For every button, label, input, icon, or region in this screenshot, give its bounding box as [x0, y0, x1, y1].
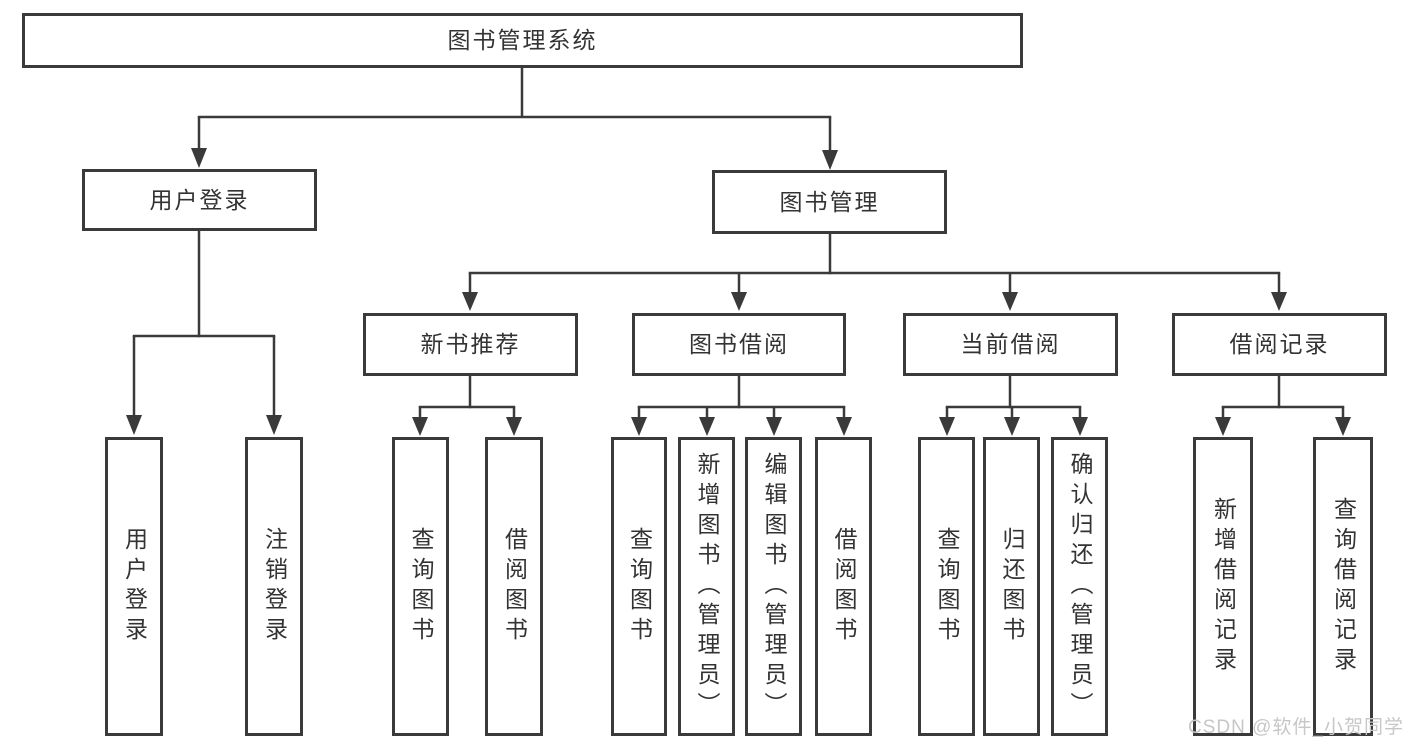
arrow-icon: [731, 292, 747, 311]
arrow-icon: [266, 415, 282, 435]
leaf-bb-edit-books-admin: 编辑图书（管理员）: [745, 437, 802, 736]
watermark: CSDN @软件_小贺同学: [1188, 717, 1404, 738]
arrow-icon: [191, 148, 207, 168]
leaf-cb-query-books: 查询图书: [918, 437, 975, 736]
leaf-br-add-record: 新增借阅记录: [1193, 437, 1253, 736]
node-borrow-records: 借阅记录: [1172, 313, 1387, 376]
arrow-icon: [836, 417, 852, 436]
node-user-login: 用户登录: [82, 169, 317, 231]
arrow-icon: [1335, 417, 1351, 436]
arrow-icon: [822, 150, 838, 170]
arrow-icon: [699, 417, 715, 436]
arrow-icon: [939, 417, 955, 436]
leaf-bb-borrow-books: 借阅图书: [815, 437, 872, 736]
leaf-user-login: 用户登录: [105, 437, 163, 736]
leaf-bb-query-books: 查询图书: [611, 437, 667, 736]
arrow-icon: [126, 415, 142, 435]
leaf-br-query-record: 查询借阅记录: [1313, 437, 1373, 736]
arrow-icon: [462, 292, 478, 311]
arrow-icon: [631, 417, 647, 436]
leaf-bb-add-books-admin: 新增图书（管理员）: [678, 437, 735, 736]
arrow-icon: [412, 417, 428, 436]
node-new-book-recommend: 新书推荐: [363, 313, 578, 376]
node-book-borrow: 图书借阅: [632, 313, 846, 376]
arrow-icon: [1072, 417, 1088, 436]
leaf-nb-query-books: 查询图书: [392, 437, 449, 736]
arrow-icon: [1002, 292, 1018, 311]
arrow-icon: [1271, 292, 1287, 311]
node-current-borrow: 当前借阅: [903, 313, 1118, 376]
arrow-icon: [766, 417, 782, 436]
leaf-nb-borrow-books: 借阅图书: [485, 437, 543, 736]
node-book-management: 图书管理: [712, 170, 947, 234]
leaf-cb-return-books: 归还图书: [983, 437, 1040, 736]
arrow-icon: [1004, 417, 1020, 436]
node-library-system: 图书管理系统: [22, 13, 1023, 68]
leaf-cb-confirm-return-admin: 确认归还（管理员）: [1051, 437, 1108, 736]
arrow-icon: [506, 417, 522, 436]
arrow-icon: [1215, 417, 1231, 436]
leaf-logout: 注销登录: [245, 437, 303, 736]
